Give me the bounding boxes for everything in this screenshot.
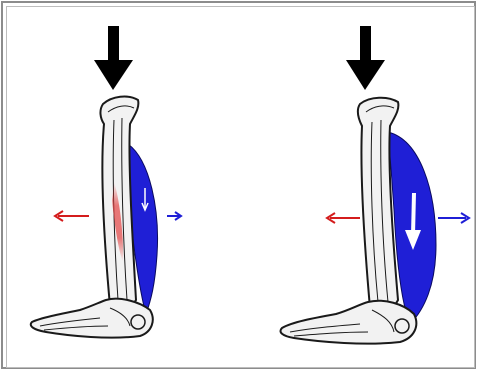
left-panel	[31, 26, 181, 338]
left-arrow-icon	[55, 211, 89, 221]
left-arrow-icon	[327, 213, 360, 223]
foot-bones	[31, 299, 153, 338]
foot-bones	[281, 301, 417, 344]
right-arrow-icon	[167, 212, 181, 220]
leg-bone	[358, 98, 399, 312]
down-arrow-icon	[94, 26, 133, 90]
right-arrow-icon	[438, 213, 469, 223]
right-panel	[281, 26, 470, 344]
down-arrow-icon	[346, 26, 385, 90]
